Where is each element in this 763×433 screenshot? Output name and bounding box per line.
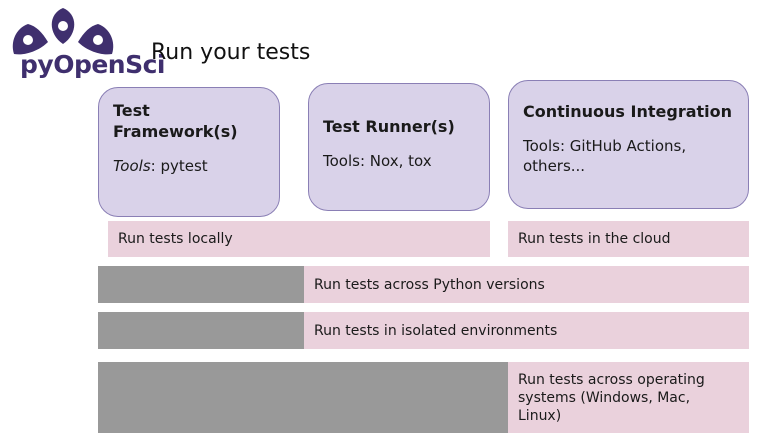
- logo-text: pyOpenSci: [20, 50, 166, 79]
- card-title: Test Runner(s): [323, 117, 455, 136]
- band-run-cloud: Run tests in the cloud: [508, 221, 749, 257]
- band-run-locally: Run tests locally: [108, 221, 490, 257]
- band-isolated-environments: Run tests in isolated environments: [304, 312, 749, 349]
- card-continuous-integration: Continuous Integration Tools: GitHub Act…: [508, 80, 749, 209]
- card-test-framework: Test Framework(s) Tools: pytest: [98, 87, 280, 217]
- pyopensci-flower-icon: [12, 8, 114, 55]
- gray-bar-operating-systems: [98, 362, 508, 433]
- gray-bar-python-versions: [98, 266, 304, 303]
- pyopensci-logo: pyOpenSci: [8, 6, 166, 80]
- band-operating-systems: Run tests across operating systems (Wind…: [508, 362, 749, 433]
- tools-value: : pytest: [150, 157, 208, 175]
- gray-bar-isolated: [98, 312, 304, 349]
- band-python-versions: Run tests across Python versions: [304, 266, 749, 303]
- tools-label: Tools: [113, 157, 151, 175]
- card-tools: Tools: pytest: [113, 156, 265, 176]
- card-tools: Tools: Nox, tox: [323, 152, 432, 170]
- card-title: Test Framework(s): [113, 101, 238, 141]
- card-tools: Tools: GitHub Actions, others...: [523, 137, 687, 175]
- card-test-runner: Test Runner(s) Tools: Nox, tox: [308, 83, 490, 211]
- card-title: Continuous Integration: [523, 102, 733, 121]
- page-title: Run your tests: [151, 40, 311, 65]
